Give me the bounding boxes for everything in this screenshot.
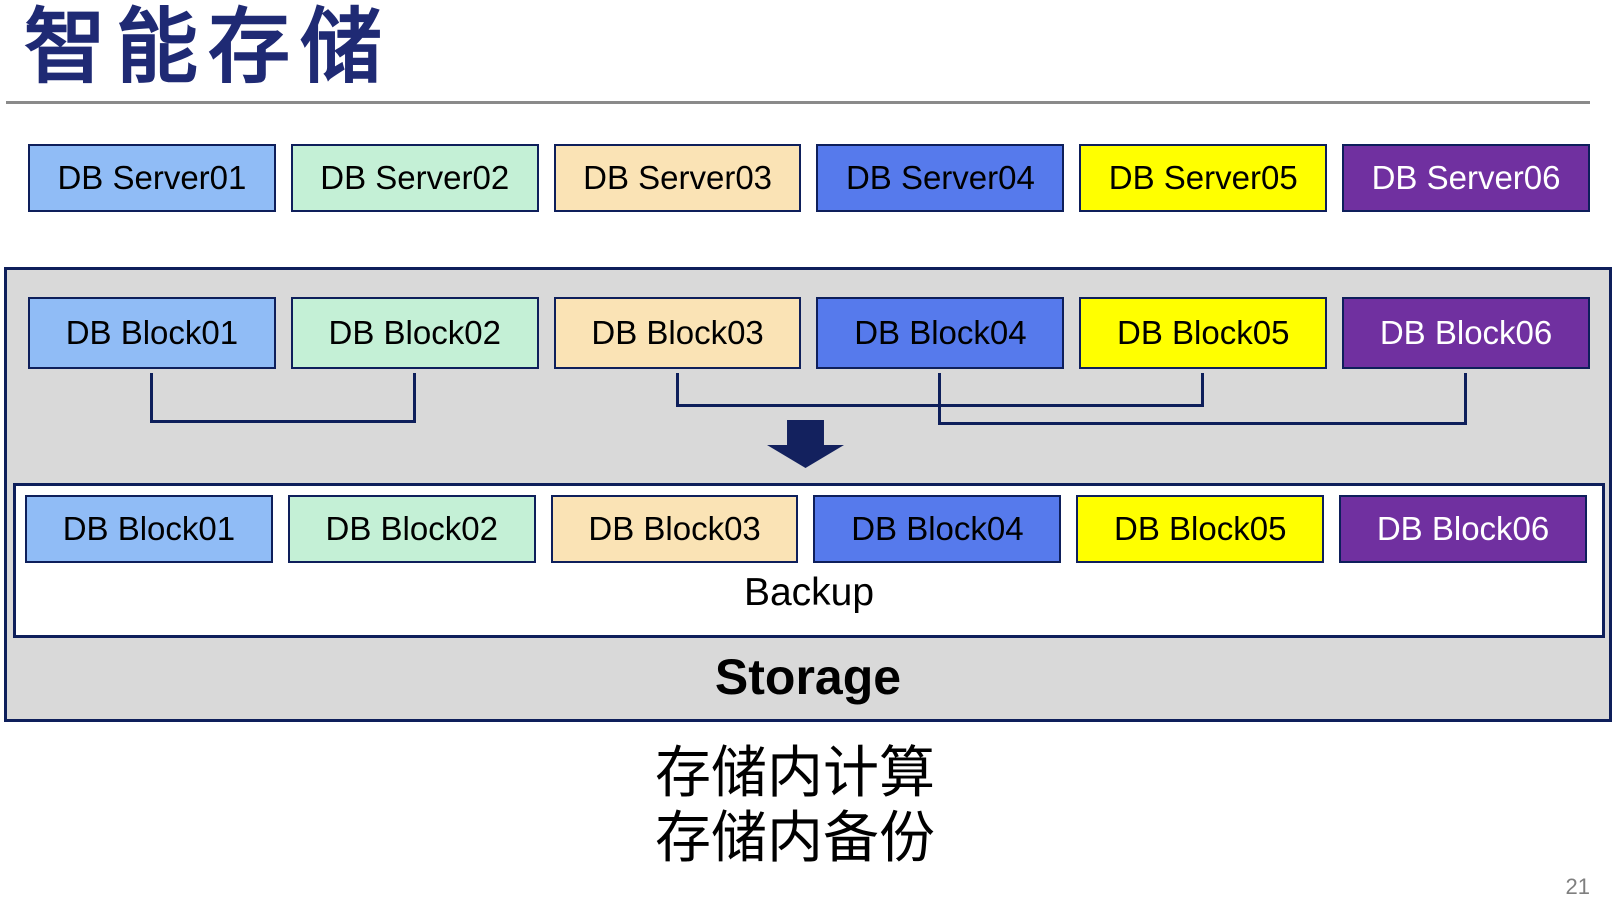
caption-line-2: 存储内备份: [655, 806, 935, 869]
slide-title: 智能存储: [24, 2, 393, 93]
storage-label: Storage: [714, 649, 902, 705]
db-block-06-box: DB Block06: [1342, 297, 1590, 369]
db-block-01-box: DB Block01: [28, 297, 276, 369]
db-block-row-primary: DB Block01 DB Block02 DB Block03 DB Bloc…: [28, 297, 1590, 369]
db-server-05-box: DB Server05: [1079, 144, 1328, 212]
db-server-02-box: DB Server02: [290, 144, 539, 212]
backup-db-block-04-box: DB Block04: [813, 495, 1062, 563]
down-arrow-icon: [767, 420, 844, 468]
db-server-03-box: DB Server03: [553, 144, 802, 212]
backup-db-block-03-box: DB Block03: [550, 495, 799, 563]
db-block-04-box: DB Block04: [816, 297, 1065, 369]
connector-block01-block02: [150, 373, 416, 423]
db-server-01-box: DB Server01: [28, 144, 276, 212]
storage-container: DB Block01 DB Block02 DB Block03 DB Bloc…: [4, 267, 1612, 722]
db-server-04-box: DB Server04: [816, 144, 1065, 212]
backup-db-block-05-box: DB Block05: [1076, 495, 1325, 563]
db-block-02-box: DB Block02: [290, 297, 539, 369]
backup-db-block-01-box: DB Block01: [25, 495, 273, 563]
title-divider: [6, 101, 1590, 104]
backup-db-block-06-box: DB Block06: [1339, 495, 1587, 563]
caption-line-1: 存储内计算: [655, 741, 935, 804]
connector-block04-block06: [938, 373, 1467, 425]
backup-db-block-02-box: DB Block02: [287, 495, 536, 563]
page-number: 21: [1565, 874, 1590, 899]
db-server-row: DB Server01 DB Server02 DB Server03 DB S…: [28, 144, 1590, 212]
backup-label: Backup: [743, 571, 875, 614]
db-server-06-box: DB Server06: [1342, 144, 1590, 212]
db-block-03-box: DB Block03: [553, 297, 802, 369]
backup-box: DB Block01 DB Block02 DB Block03 DB Bloc…: [13, 483, 1605, 638]
caption-text: 存储内计算 存储内备份: [655, 740, 935, 870]
db-block-row-backup: DB Block01 DB Block02 DB Block03 DB Bloc…: [25, 495, 1587, 563]
db-block-05-box: DB Block05: [1079, 297, 1328, 369]
